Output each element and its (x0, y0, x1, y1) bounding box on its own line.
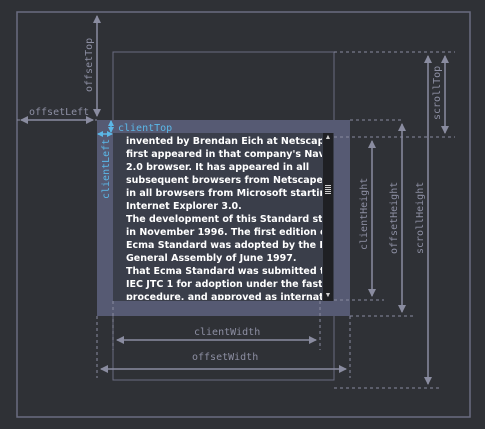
scroll-thumb[interactable] (325, 185, 331, 194)
client-height-label: clientHeight (359, 178, 370, 250)
content-line: invented by Brendan Eich at Netscape and (126, 136, 322, 147)
content-line: The development of this Standard started (126, 214, 322, 225)
content-line: General Assembly of June 1997. (126, 253, 297, 264)
content-line: IEC JTC 1 for adoption under the fast-tr… (126, 279, 322, 290)
offset-height-label: offsetHeight (389, 182, 400, 254)
offset-width-label: offsetWidth (192, 352, 258, 363)
element-client-area (113, 133, 334, 301)
content-line: in all browsers from Microsoft starting … (126, 188, 322, 199)
scroll-down-icon[interactable]: ▼ (324, 292, 332, 299)
content-line: 2.0 browser. It has appeared in all (126, 162, 310, 173)
scroll-up-icon[interactable]: ▲ (324, 134, 332, 141)
client-left-label: clientLeft (101, 139, 112, 199)
element-content[interactable]: invented by Brendan Eich at Netscape and… (126, 135, 322, 300)
offset-parent-frame (16, 11, 471, 418)
content-line: Internet Explorer 3.0. (126, 201, 242, 212)
content-line: first appeared in that company's Navigat… (126, 149, 322, 160)
content-line: That Ecma Standard was submitted to ISO/ (126, 266, 322, 277)
scroll-height-label: scrollHeight (415, 182, 426, 254)
content-line: subsequent browsers from Netscape and (126, 175, 322, 186)
client-width-label: clientWidth (194, 327, 260, 338)
content-line: Ecma Standard was adopted by the Ecma (126, 240, 322, 251)
offset-top-label: offsetTop (84, 38, 95, 92)
offset-left-label: offsetLeft (29, 107, 89, 118)
vertical-scrollbar[interactable]: ▲ ▼ (323, 133, 333, 301)
content-line: in November 1996. The first edition of t… (126, 227, 322, 238)
content-line: procedure, and approved as international (126, 292, 322, 300)
scroll-top-label: scrollTop (432, 66, 443, 120)
client-top-label: clientTop (118, 123, 172, 134)
